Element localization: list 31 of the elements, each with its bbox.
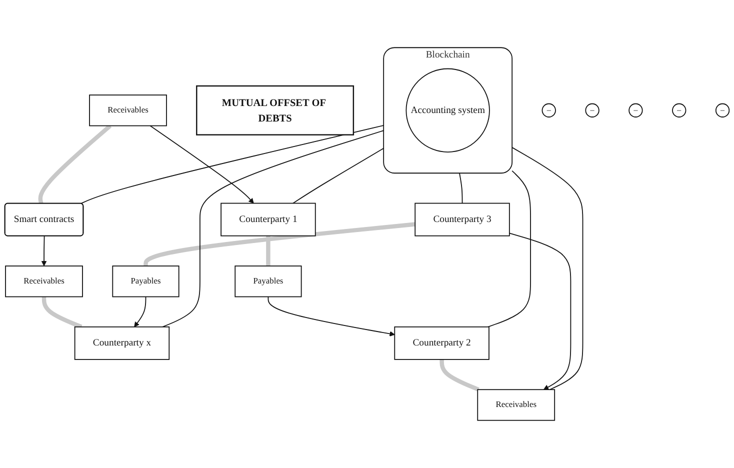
connector (512, 146, 584, 390)
connector (266, 236, 270, 266)
arrow (150, 125, 254, 204)
arrow (41, 236, 47, 266)
connector (292, 148, 384, 204)
arrow (508, 232, 572, 390)
connector (80, 125, 384, 204)
node-circle: – (585, 103, 600, 118)
node-box: Payables (112, 266, 180, 298)
node-box: Counterparty 1 (220, 202, 316, 236)
node-box: MUTUAL OFFSET OF DEBTS (196, 85, 354, 136)
arrow (134, 296, 146, 328)
node-circle: – (542, 103, 556, 118)
node-box: Receivables (477, 389, 556, 421)
connector (487, 170, 531, 328)
node-circle: – (715, 103, 730, 118)
connector (42, 296, 82, 329)
node-box: Counterparty 2 (394, 326, 490, 360)
connector (144, 222, 416, 266)
connector (162, 130, 384, 328)
node-box: Counterparty 3 (414, 202, 510, 236)
node-circle: Accounting system (406, 68, 490, 152)
node-box: Receivables (89, 94, 167, 126)
node-circle: – (628, 103, 643, 118)
node-box: Payables (234, 266, 302, 298)
node-box: Counterparty x (74, 326, 170, 360)
node-box: Receivables (5, 266, 83, 298)
node-circle: – (672, 103, 686, 118)
connector (38, 124, 112, 204)
arrow (268, 296, 395, 336)
connector (459, 172, 463, 204)
